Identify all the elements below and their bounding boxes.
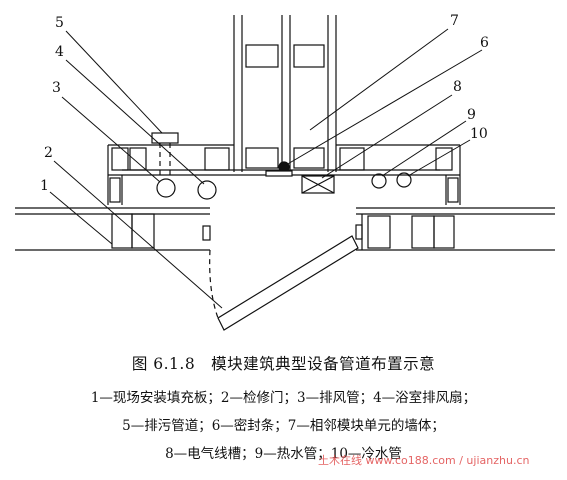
pipe-layout-diagram: 1 2 3 4 5 6 7 8 9 10 [15,13,555,331]
callout-3: 3 [52,80,61,96]
infill-panel [151,132,179,144]
electrical-trunking-icon [301,175,335,194]
legend-line-3: 8—电气线槽；9—热水管；10—冷水管 [165,446,402,462]
module-floor-wall [15,207,555,251]
access-door [209,235,359,331]
callout-5: 5 [55,15,64,31]
adjacent-module-wall [233,15,337,172]
callout-4: 4 [55,44,64,60]
leader-lines [49,28,483,309]
figure-caption-title: 图 6.1.8 模块建筑典型设备管道布置示意 [131,355,436,373]
callout-6: 6 [480,35,489,51]
legend-line-2: 5—排污管道；6—密封条；7—相邻模块单元的墙体； [122,418,445,434]
callout-8: 8 [453,79,462,95]
cold-water-pipe-icon [396,172,412,188]
callout-9: 9 [467,107,476,123]
callout-10: 10 [470,126,488,142]
callout-1: 1 [40,178,49,194]
watermark: 土木在线 www.co188.com / ujianzhu.cn [318,454,530,467]
callout-numbers: 1 2 3 4 5 6 7 8 9 10 [40,13,489,194]
legend-line-1: 1—现场安装填充板；2—检修门；3—排风管；4—浴室排风扇； [90,390,477,406]
exhaust-pipe-icon [156,178,176,198]
callout-7: 7 [450,13,459,29]
hot-water-pipe-icon [371,173,387,189]
callout-2: 2 [44,145,53,161]
exhaust-fan-icon [197,180,217,200]
